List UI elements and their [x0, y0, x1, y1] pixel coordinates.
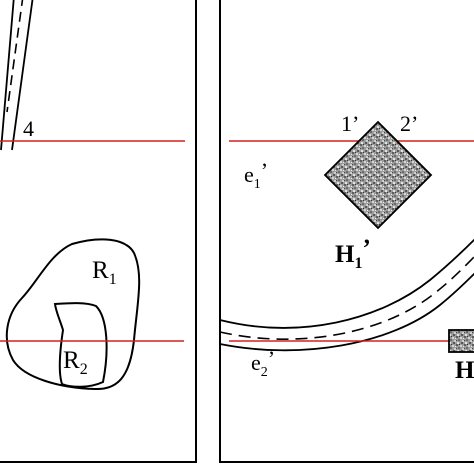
block-label-h1-prime: H1’	[335, 235, 371, 272]
right-road	[219, 238, 474, 352]
edge-label-e1-prime: e1’	[244, 158, 268, 192]
block-label-h-partial: H	[455, 357, 474, 384]
left-panel: 4 R1 R2	[0, 0, 197, 463]
block-h2-partial	[448, 329, 474, 353]
region-r1-label: R1	[92, 257, 117, 288]
left-road-edge-b	[11, 0, 34, 151]
left-road-centerline	[6, 0, 24, 113]
region-r2-outline	[53, 302, 108, 388]
left-panel-frame	[0, 0, 197, 463]
edge-label-e2-prime: e2’	[251, 346, 275, 380]
left-road-edge-a	[0, 0, 15, 151]
right-panel: 1’ 2’ e1’ H1’ e2’ H	[219, 0, 474, 463]
region-r2-label: R2	[63, 347, 88, 378]
block-h1-diamond	[323, 120, 433, 230]
right-panel-frame	[219, 0, 474, 463]
node-label-1-prime: 1’	[341, 111, 359, 136]
right-road-edge-lower	[219, 272, 474, 352]
right-road-edge-upper	[219, 238, 474, 329]
node-label-2-prime: 2’	[400, 111, 418, 136]
line-label-4: 4	[23, 116, 34, 141]
left-road	[0, 0, 34, 151]
region-r1-outline	[5, 238, 141, 391]
